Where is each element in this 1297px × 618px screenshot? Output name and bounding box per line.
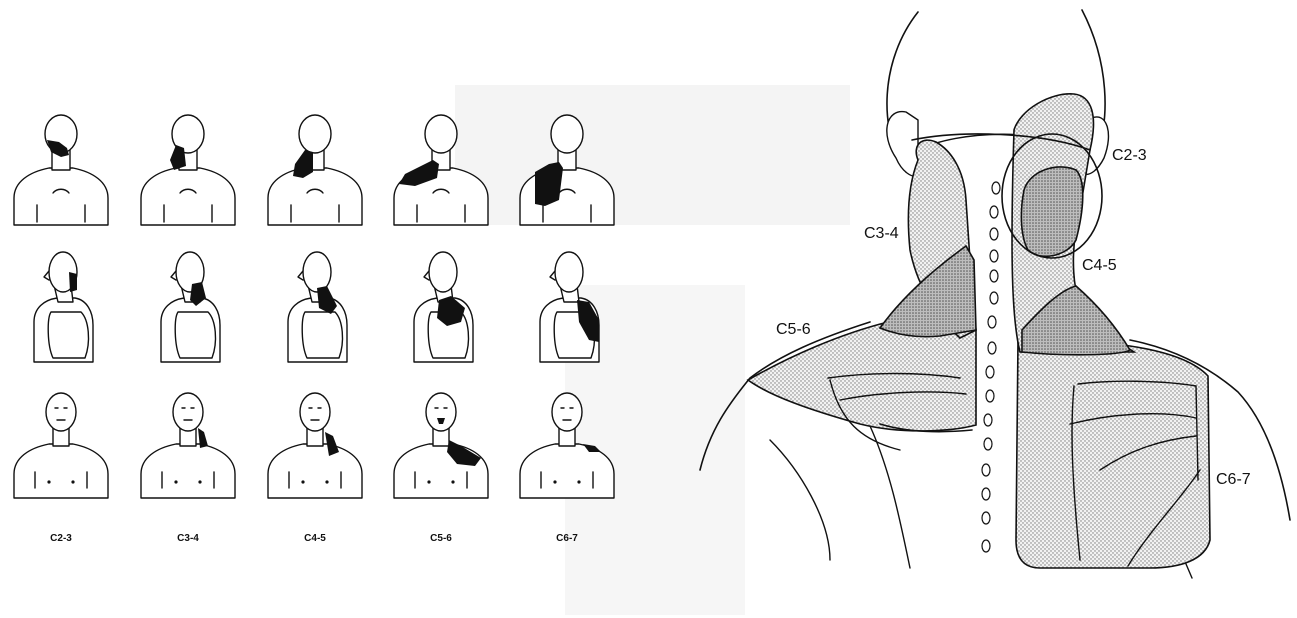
- vertebra: [990, 206, 998, 218]
- vertebra: [990, 270, 998, 282]
- vertebra: [990, 228, 998, 240]
- column-label: C5-6: [430, 533, 452, 544]
- vertebra: [982, 540, 990, 552]
- front-view-figure: [141, 393, 235, 498]
- column-label: C4-5: [304, 533, 326, 544]
- pain-region: [69, 272, 77, 292]
- front-view-figure: [14, 393, 108, 498]
- zone-c6-7: [1016, 338, 1210, 568]
- vertebra: [986, 366, 994, 378]
- back-view-figure: [268, 115, 362, 225]
- vertebra: [984, 414, 992, 426]
- vertebra: [990, 250, 998, 262]
- vertebra: [982, 464, 990, 476]
- column-label: C2-3: [50, 533, 72, 544]
- label-c3-4: C3-4: [864, 225, 899, 242]
- side-view-figure: [540, 252, 599, 362]
- front-view-figure: [268, 393, 362, 498]
- label-c4-5: C4-5: [1082, 257, 1117, 274]
- label-c5-6: C5-6: [776, 321, 811, 338]
- column-label: C6-7: [556, 533, 578, 544]
- vertebra: [984, 438, 992, 450]
- vertebra: [988, 316, 996, 328]
- column-c2-3: C2-3: [14, 115, 108, 544]
- column-c4-5: C4-5: [268, 115, 362, 544]
- front-view-figure: [394, 393, 488, 498]
- vertebra: [982, 512, 990, 524]
- vertebra: [990, 292, 998, 304]
- vertebra: [986, 390, 994, 402]
- side-view-figure: [288, 252, 347, 362]
- vertebra: [992, 182, 1000, 194]
- vertebra: [988, 342, 996, 354]
- zone-overlap-c2-3: [1021, 167, 1082, 256]
- scan-shadow: [455, 85, 850, 225]
- label-c6-7: C6-7: [1216, 471, 1251, 488]
- back-view-figure: [141, 115, 235, 225]
- label-c2-3: C2-3: [1112, 147, 1147, 164]
- side-view-figure: [414, 252, 473, 362]
- side-view-figure: [161, 252, 220, 362]
- column-c5-6: C5-6: [394, 115, 488, 544]
- pain-region: [170, 145, 186, 170]
- spine-vertebrae: [982, 182, 1000, 552]
- vertebra: [982, 488, 990, 500]
- side-view-figure: [34, 252, 93, 362]
- column-label: C3-4: [177, 533, 199, 544]
- column-c3-4: C3-4: [141, 115, 235, 544]
- back-view-figure: [14, 115, 108, 225]
- left-ear: [887, 112, 918, 177]
